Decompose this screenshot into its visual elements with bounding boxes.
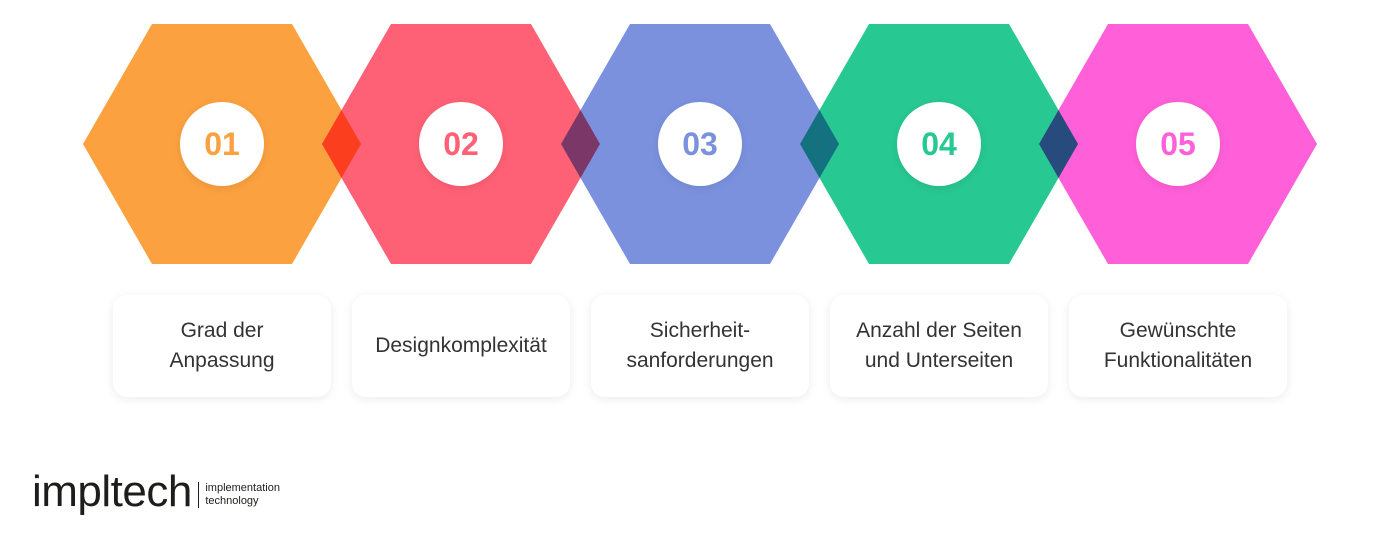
step-label-5: Gewünschte Funktionalitäten (1103, 319, 1253, 372)
step-card-2: Designkomplexität (352, 295, 570, 397)
step-card-3: Sicherheit- sanforderungen (591, 295, 809, 397)
logo-wordmark: impltech (32, 467, 192, 516)
number-circle-5 (1136, 102, 1220, 186)
number-circle-1 (180, 102, 264, 186)
number-circle-3 (658, 102, 742, 186)
logo-tagline: implementation technology (205, 482, 280, 508)
step-number-3: 03 (682, 126, 718, 162)
number-circle-4 (897, 102, 981, 186)
step-card-5: Gewünschte Funktionalitäten (1069, 295, 1287, 397)
step-label-4: Anzahl der Seiten und Unterseiten (856, 319, 1022, 372)
logo-tagline-line2: technology (205, 495, 259, 507)
step-card-4: Anzahl der Seiten und Unterseiten (830, 295, 1048, 397)
step-card-1: Grad der Anpassung (113, 295, 331, 397)
hexagon-process-diagram: 01 02 03 04 05 (83, 24, 1317, 264)
impltech-logo: impltech implementation technology (32, 462, 280, 522)
step-number-1: 01 (204, 126, 240, 162)
step-number-4: 04 (921, 126, 957, 162)
logo-tagline-line1: implementation (205, 482, 280, 494)
step-label-3: Sicherheit- sanforderungen (626, 319, 774, 372)
logo-divider (197, 482, 200, 508)
number-circle-2 (419, 102, 503, 186)
step-number-5: 05 (1160, 126, 1196, 162)
step-label-2: Designkomplexität (375, 334, 547, 357)
step-label-1: Grad der Anpassung (169, 319, 275, 372)
step-number-2: 02 (443, 126, 479, 162)
